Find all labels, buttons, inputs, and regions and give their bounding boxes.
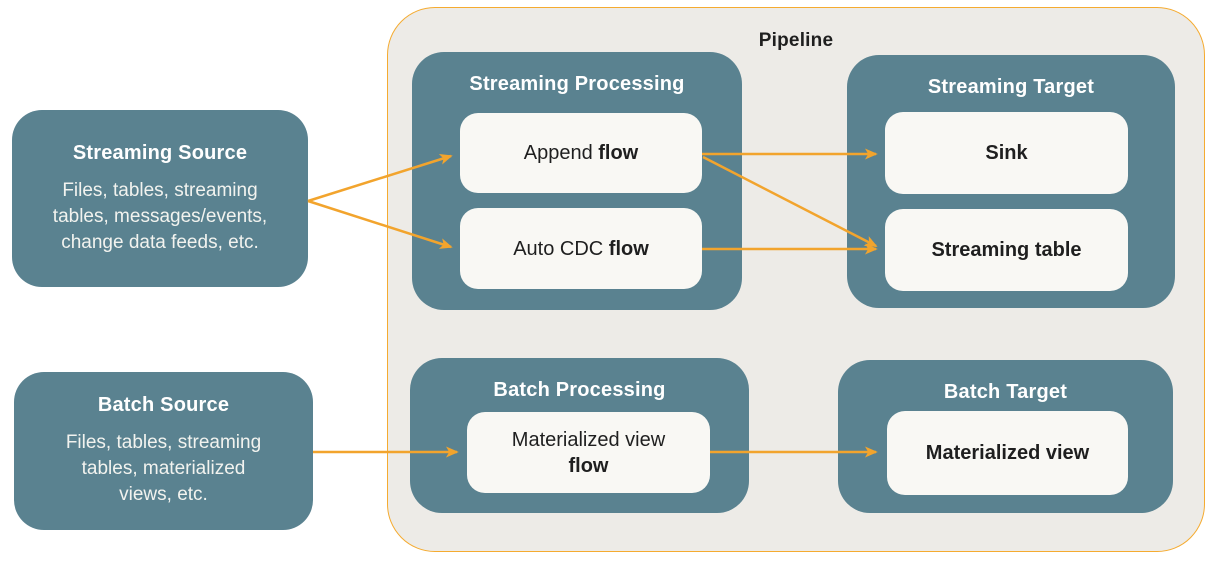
- node-auto-cdc-flow: Auto CDC flow: [460, 208, 702, 289]
- node-materialized-view: Materialized view: [887, 411, 1128, 495]
- materialized-view-flow-label-line2: flow: [568, 454, 609, 477]
- sink-label: Sink: [985, 142, 1028, 164]
- streaming-source-title: Streaming Source: [72, 141, 248, 164]
- auto-cdc-flow-label: Auto CDC flow: [513, 237, 649, 260]
- node-materialized-view-flow: Materialized view flow: [467, 412, 710, 493]
- streaming-source-box: Streaming Source Files, tables, streamin…: [12, 110, 308, 287]
- streaming-target-title: Streaming Target: [927, 76, 1095, 98]
- group-streaming-processing: Streaming Processing Append flow Auto CD…: [412, 52, 742, 310]
- batch-source-box: Batch Source Files, tables, streaming ta…: [14, 372, 313, 530]
- batch-target-title: Batch Target: [943, 381, 1068, 403]
- batch-source-description: Files, tables, streaming tables, materia…: [65, 432, 262, 505]
- streaming-source-description: Files, tables, streaming tables, message…: [52, 179, 268, 253]
- batch-processing-title: Batch Processing: [493, 379, 666, 401]
- node-streaming-table: Streaming table: [885, 209, 1128, 291]
- group-batch-processing: Batch Processing Materialized view flow: [410, 358, 749, 513]
- batch-source-title: Batch Source: [97, 394, 230, 416]
- append-flow-label: Append flow: [523, 142, 639, 164]
- streaming-processing-title: Streaming Processing: [469, 73, 685, 95]
- node-sink: Sink: [885, 112, 1128, 194]
- materialized-view-label: Materialized view: [925, 442, 1090, 464]
- group-streaming-target: Streaming Target Sink Streaming table: [847, 55, 1175, 308]
- node-append-flow: Append flow: [460, 113, 702, 193]
- materialized-view-flow-label-line1: Materialized view: [511, 428, 666, 451]
- streaming-table-label: Streaming table: [931, 239, 1082, 261]
- group-batch-target: Batch Target Materialized view: [838, 360, 1173, 513]
- pipeline-title: Pipeline: [758, 30, 834, 51]
